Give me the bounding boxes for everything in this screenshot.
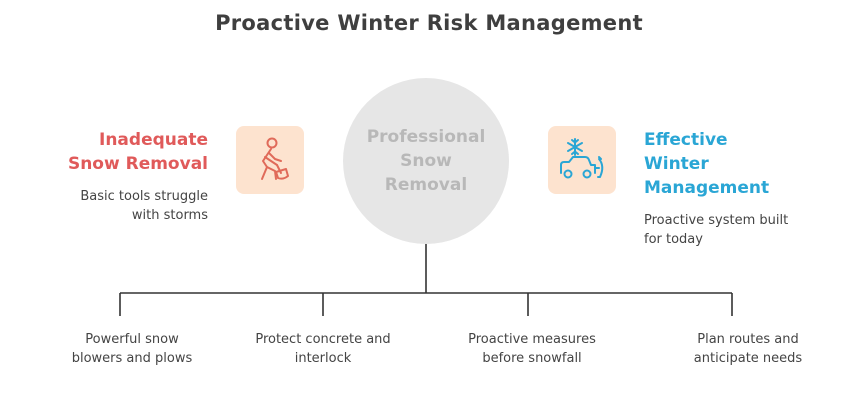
- center-circle: Professional Snow Removal: [343, 78, 509, 244]
- snowplow-icon: [548, 126, 616, 194]
- person-shoveling-icon: [236, 126, 304, 194]
- branch-label-4: Plan routes and anticipate needs: [693, 332, 803, 366]
- branch-label-2: Protect concrete and interlock: [255, 332, 391, 366]
- diagram-title: Proactive Winter Risk Management: [215, 11, 643, 35]
- branch-label-3: Proactive measures before snowfall: [468, 332, 596, 366]
- left-description: Basic tools struggle with storms: [80, 189, 208, 223]
- center-label: Professional Snow Removal: [366, 127, 486, 195]
- right-description: Proactive system built for today: [644, 213, 789, 247]
- left-title: Inadequate Snow Removal: [67, 130, 208, 174]
- right-title: Effective Winter Management: [644, 130, 770, 198]
- branch-label-1: Powerful snow blowers and plows: [71, 332, 193, 366]
